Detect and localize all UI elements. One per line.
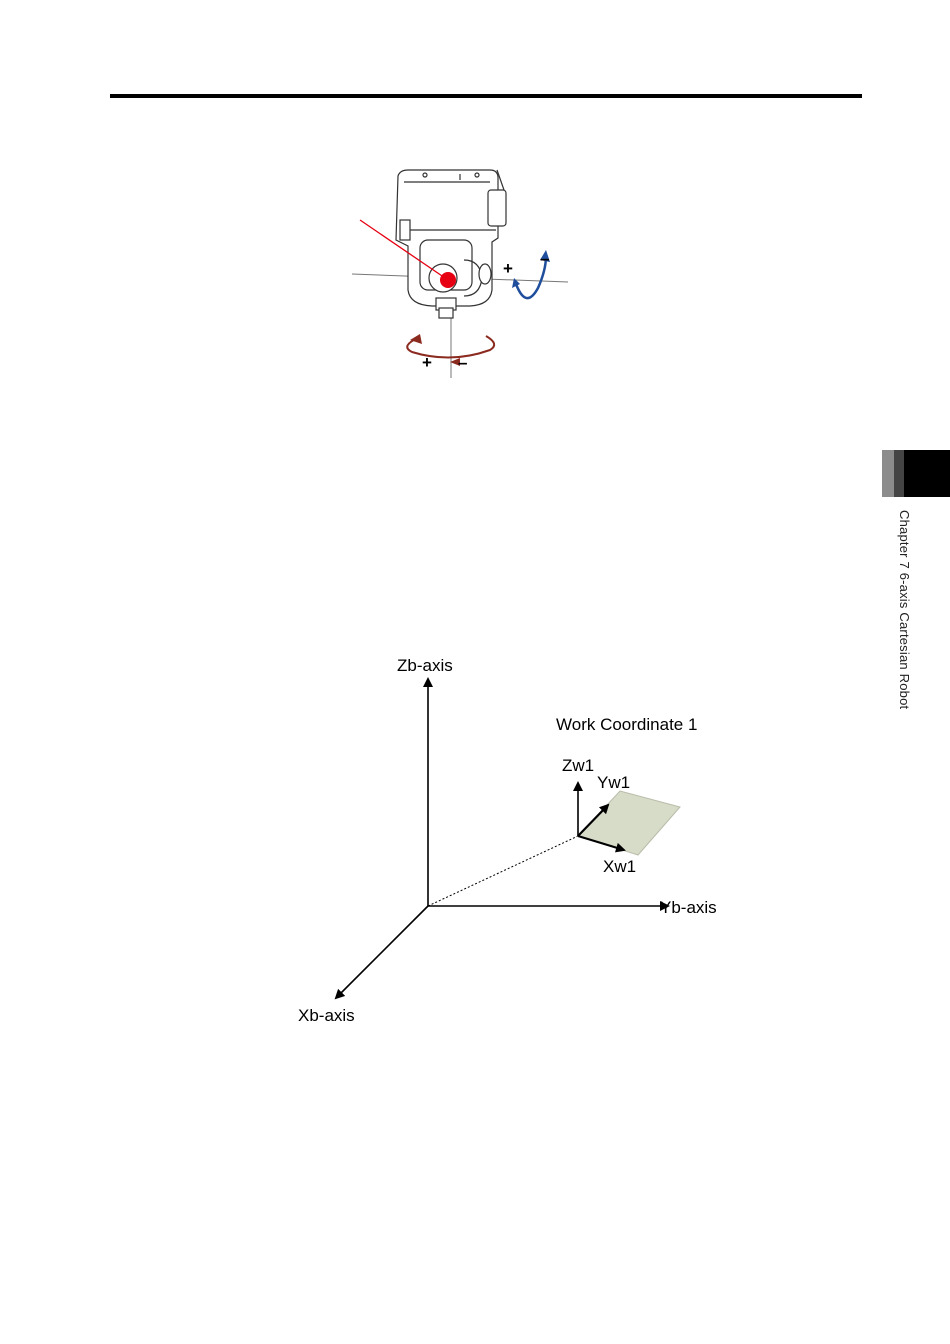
chapter-tab-dark-segment: [904, 450, 950, 497]
coordinate-system-diagram: Zb-axis Yb-axis Xb-axis Work Coordinate …: [290, 645, 740, 1030]
work-coordinate-title: Work Coordinate 1: [556, 715, 697, 734]
xw1-axis-label: Xw1: [603, 857, 636, 876]
yb-axis-label: Yb-axis: [660, 898, 717, 917]
zw1-axis-label: Zw1: [562, 756, 594, 775]
brown-arrowhead-left-icon: [410, 334, 422, 344]
minus-label-right: –: [540, 249, 549, 268]
chapter-side-label: Chapter 7 6-axis Cartesian Robot: [897, 510, 912, 709]
chapter-tab-mid-segment: [894, 450, 904, 497]
work-offset-dotted-line: [428, 836, 578, 906]
work-plane: [578, 791, 680, 855]
xb-axis-label: Xb-axis: [298, 1006, 355, 1025]
chapter-tab-light-segment: [882, 450, 894, 497]
plus-label-right: +: [503, 259, 513, 278]
center-point-marker: [440, 272, 456, 288]
zb-axis-label: Zb-axis: [397, 656, 453, 675]
robot-body: [396, 170, 506, 318]
robot-wrist-figure: + – + –: [340, 160, 580, 385]
xb-axis-line: [336, 906, 428, 998]
plus-label-bottom: +: [422, 353, 432, 372]
minus-label-bottom: –: [458, 353, 467, 372]
chapter-tab: [882, 450, 950, 497]
yw1-axis-label: Yw1: [597, 773, 630, 792]
header-rule: [110, 94, 862, 98]
